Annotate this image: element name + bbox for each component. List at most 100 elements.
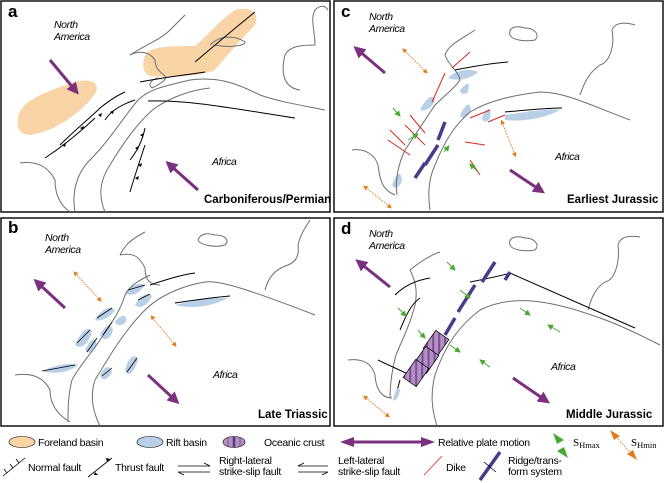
shmax-swatch <box>553 433 568 458</box>
plate-motion-arrow <box>165 161 199 192</box>
shmin-swatch <box>610 430 637 460</box>
panel-letter: d <box>341 219 351 238</box>
north-america-label: North <box>45 232 69 244</box>
thrust-fault <box>399 297 421 331</box>
coastline <box>587 235 641 311</box>
coastline <box>67 274 151 423</box>
panel-a: a North America Africa Carboniferous/Per… <box>0 0 331 213</box>
panel-b: b North America Africa Late Triassic <box>0 217 331 427</box>
thrust-fault <box>129 144 146 193</box>
coastline <box>209 36 246 47</box>
stress-arrows-c <box>363 48 517 209</box>
north-america-label: America <box>44 244 81 256</box>
rift-basin <box>393 388 400 401</box>
ridge-system <box>413 121 447 179</box>
panel-letter: b <box>8 218 18 237</box>
legend-label: Right-lateral <box>219 455 272 467</box>
legend-label: Oceanic crust <box>264 437 325 449</box>
strike-slip-fault <box>174 295 231 304</box>
coastline <box>73 78 326 213</box>
north-america-label: North <box>369 228 393 240</box>
normal-fault-swatch <box>2 457 26 477</box>
shmax-subscript: Hmax <box>579 440 601 450</box>
coastline <box>100 87 211 213</box>
thrust-fault <box>394 277 431 296</box>
plate-motion-arrow <box>146 373 180 405</box>
legend-label: Foreland basin <box>38 437 104 449</box>
legend-label: Relative plate motion <box>438 437 530 449</box>
coastline <box>431 300 661 427</box>
shmin-label: SHmin <box>631 437 657 450</box>
legend-label: form system <box>508 466 562 478</box>
thrust-fault <box>59 91 126 146</box>
coastline <box>119 231 146 256</box>
thrust-fault <box>44 117 96 159</box>
legend-label: strike-slip fault <box>219 466 281 478</box>
coastline <box>282 5 329 91</box>
plate-motion-arrow <box>353 46 386 75</box>
thrust-fault <box>129 127 146 161</box>
panel-letter: c <box>341 2 350 21</box>
shmin-symbol: S <box>631 437 637 449</box>
legend: Foreland basin Rift basin Oceanic crust … <box>2 430 657 482</box>
coastline <box>428 91 631 211</box>
age-label: Carboniferous/Permian <box>204 194 331 206</box>
africa-label: Africa <box>550 361 576 373</box>
plate-motion-swatch <box>340 437 435 447</box>
legend-label: Normal fault <box>28 462 81 474</box>
strike-slip-fault <box>504 107 563 113</box>
shmax-label: SHmax <box>573 437 601 450</box>
normal-faults <box>41 284 151 377</box>
coastline <box>197 233 228 247</box>
panel-letter: a <box>8 2 18 21</box>
plate-motion-arrow <box>33 278 67 310</box>
thrust-fault-swatch <box>87 457 113 478</box>
coastline <box>264 219 311 291</box>
coastline <box>129 51 167 89</box>
stress-arrows-d <box>363 261 561 418</box>
ridge-swatch <box>478 450 502 482</box>
legend-label: Dike <box>446 462 466 474</box>
coastline <box>395 29 476 196</box>
stress-arrows-b <box>73 271 177 347</box>
right-lateral-swatch <box>177 462 211 476</box>
legend-label: Thrust fault <box>115 462 164 474</box>
shmin-subscript: Hmin <box>637 440 657 450</box>
strike-slip-fault <box>194 11 256 63</box>
legend-label: Ridge/trans- <box>508 455 562 467</box>
foreland-basin-swatch <box>8 436 36 448</box>
foreland-basin-a-east <box>143 8 257 77</box>
coastline <box>129 14 186 56</box>
fracture-zone <box>377 359 411 376</box>
legend-label: strike-slip fault <box>338 466 400 478</box>
legend-label: Left-lateral <box>338 455 384 467</box>
legend-label: Rift basin <box>166 437 207 449</box>
panel-c-frame <box>333 0 664 213</box>
africa-label: Africa <box>554 151 580 163</box>
age-label: Late Triassic <box>258 409 328 421</box>
plate-motion-arrow <box>355 259 391 289</box>
north-america-label: North <box>369 11 393 23</box>
coastline <box>509 236 538 252</box>
rift-basins <box>392 70 560 188</box>
coastline <box>389 251 441 399</box>
coastline <box>119 253 161 286</box>
oceanic-crust <box>402 329 450 388</box>
plate-motion-arrow <box>512 376 550 404</box>
coastline <box>91 281 316 427</box>
rift-basin-swatch <box>136 436 164 448</box>
thrust-fault <box>104 99 136 121</box>
shmax-symbol: S <box>573 437 579 449</box>
coastline <box>509 26 538 42</box>
left-lateral-swatch <box>297 462 329 476</box>
coastline <box>19 161 71 213</box>
strike-slip-fault <box>454 61 509 71</box>
north-america-label: North <box>54 19 78 31</box>
north-america-label: America <box>53 31 90 43</box>
panel-c: c North America Africa Earliest Jurassic <box>333 0 664 213</box>
strike-slip-fault <box>147 100 296 119</box>
africa-label: Africa <box>212 369 238 381</box>
plate-motion-arrow <box>509 168 545 194</box>
dike-swatch <box>423 455 443 476</box>
